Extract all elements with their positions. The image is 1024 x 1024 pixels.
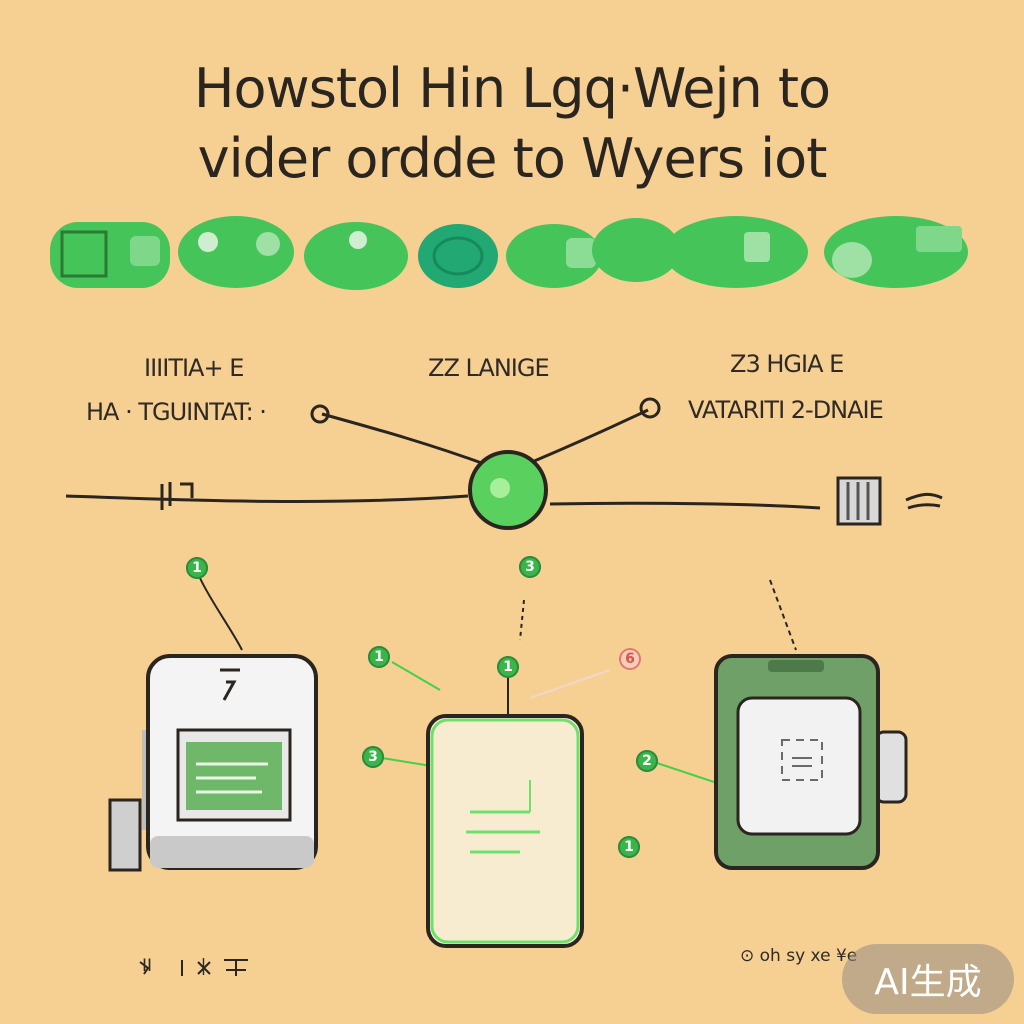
label-right-top: Z3 HGIA E	[730, 350, 844, 378]
connector-lines	[65, 397, 821, 510]
center-panel	[426, 714, 584, 948]
line-end-left	[310, 404, 330, 424]
strip-blob	[664, 216, 808, 288]
diagonal-line-left	[321, 412, 491, 468]
line-end-right	[639, 397, 661, 419]
diagonal-line-right	[531, 408, 649, 464]
strip-blob	[592, 218, 680, 282]
step-marker-mid-left: 1	[368, 646, 390, 668]
step-marker-top-center: 3	[519, 556, 541, 578]
plug-icon	[836, 476, 943, 526]
diagram-title-line-2: vider ordde to Wyers iot	[197, 127, 828, 190]
right-device	[714, 654, 908, 870]
left-device	[108, 654, 318, 872]
horizontal-line-left	[65, 494, 469, 503]
ai-generated-watermark: AI生成	[842, 944, 1014, 1014]
label-left-bottom: HA · TGUINTAT: ·	[86, 398, 267, 426]
step-marker-side-left: 3	[362, 746, 384, 768]
strip-blob	[304, 222, 408, 290]
strip-blob	[418, 224, 498, 288]
label-right-bottom: VATARITI 2-DNAIE	[688, 396, 884, 424]
footer-scribbles	[139, 959, 248, 976]
footer-left-text: II |	[142, 956, 239, 976]
step-marker-side-right: 2	[636, 750, 658, 772]
horizontal-line-right	[549, 501, 821, 510]
step-marker-bottom-right: 1	[618, 836, 640, 858]
label-center-top: ZZ LANIGE	[428, 354, 550, 382]
label-left-top: IIIITIA+ E	[144, 354, 244, 382]
step-marker-mid-center: 1	[497, 656, 519, 678]
footer-right-text: ⊙ oh sy xe ¥e	[740, 946, 858, 966]
step-leaders	[199, 577, 797, 716]
step-marker-mid-right: 6	[619, 648, 641, 670]
diagram-title-line-1: Howstol Hin Lgq·Wejn to	[193, 57, 831, 120]
icon-strip	[50, 216, 968, 290]
step-marker-top-left: 1	[186, 557, 208, 579]
